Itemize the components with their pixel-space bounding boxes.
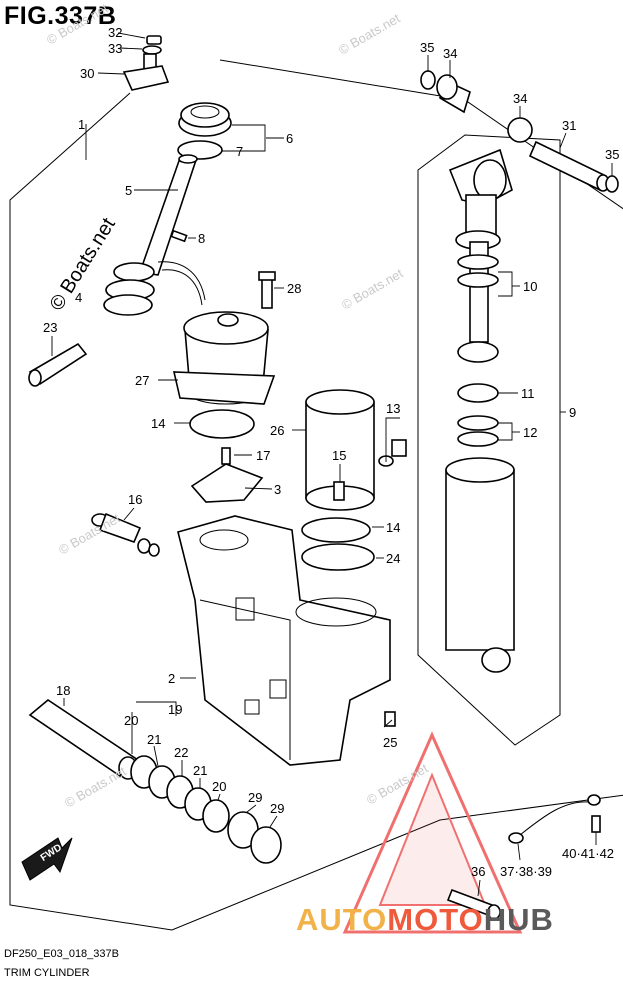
part-20-ring-b [202, 799, 230, 833]
callout-21-b: 21 [193, 763, 207, 778]
part-40-screw [591, 815, 601, 833]
callout-21-a: 21 [147, 732, 161, 747]
part-4-rings [103, 262, 155, 316]
callout-35-upper: 35 [420, 40, 434, 55]
part-32-cap [146, 35, 162, 45]
callout-29-b: 29 [270, 801, 284, 816]
callout-18: 18 [56, 683, 70, 698]
part-35-snap-ring-lower [605, 175, 619, 193]
part-25-screw [384, 711, 396, 727]
watermark-text-5: © Boats.net [62, 763, 129, 810]
callout-28: 28 [287, 281, 301, 296]
callout-37-38-39: 37·38·39 [500, 864, 552, 879]
callout-36: 36 [471, 864, 485, 879]
callout-3: 3 [274, 482, 281, 497]
callout-20-a: 20 [124, 713, 138, 728]
part-6-reservoir-cap [178, 102, 232, 137]
assembly-frame-9 [417, 134, 561, 746]
callout-7: 7 [236, 144, 243, 159]
callout-15: 15 [332, 448, 346, 463]
part-35-snap-ring-upper [420, 70, 436, 90]
part-27-motor [157, 261, 276, 405]
part-17-screw [221, 447, 231, 465]
watermark-triangle-inner [378, 772, 487, 906]
part-16-valve [91, 512, 160, 557]
part-15-screw [333, 481, 345, 501]
part-31-pin [528, 140, 610, 192]
part-36-bolt [446, 888, 501, 920]
watermark-brand-part-1: AUTO [296, 902, 388, 937]
part-11-ring [457, 383, 499, 403]
watermark-text-3: © Boats.net [339, 265, 406, 312]
watermark-triangle [342, 731, 523, 934]
callout-14-upper: 14 [151, 416, 165, 431]
callout-33: 33 [108, 41, 122, 56]
part-10-rings [457, 254, 499, 288]
part-9-cylinder-assembly [445, 148, 515, 673]
callout-24: 24 [386, 551, 400, 566]
callout-8: 8 [198, 231, 205, 246]
part-14-o-ring-lower [301, 517, 371, 543]
callout-9: 9 [569, 405, 576, 420]
watermark-text-1: © Boats.net [44, 0, 111, 47]
callout-26: 26 [270, 423, 284, 438]
part-3-plate [190, 463, 264, 503]
figure-name: TRIM CYLINDER [4, 967, 90, 979]
callout-30: 30 [80, 66, 94, 81]
part-34-bushing-lower [507, 117, 533, 143]
part-12-rings [457, 415, 499, 447]
part-28-bolt [258, 271, 276, 309]
part-2-trim-body [177, 515, 391, 766]
callout-34-lower: 34 [513, 91, 527, 106]
callout-25: 25 [383, 735, 397, 750]
callout-20-b: 20 [212, 779, 226, 794]
part-14-o-ring-upper [189, 409, 255, 439]
callout-5: 5 [125, 183, 132, 198]
forward-arrow: FWD [21, 837, 73, 881]
callout-12: 12 [523, 425, 537, 440]
callout-29-a: 29 [248, 790, 262, 805]
watermark-brand-part-2: MOTO [387, 902, 484, 937]
callout-14-lower: 14 [386, 520, 400, 535]
callout-40-41-42: 40·41·42 [562, 846, 614, 861]
part-33-washer [142, 45, 162, 55]
figure-code: DF250_E03_018_337B [4, 948, 119, 960]
part-29-washer-b [250, 826, 282, 864]
figure-title: FIG.337B [4, 2, 117, 30]
watermark-text-2: © Boats.net [336, 10, 403, 57]
watermark-brand-part-3: HUB [483, 902, 554, 937]
part-13-plug [378, 439, 407, 467]
callout-27: 27 [135, 373, 149, 388]
leader-lines [51, 32, 613, 897]
callout-32: 32 [108, 25, 122, 40]
watermark-brand: AUTOMOTOHUB [296, 902, 554, 938]
callout-34-upper: 34 [443, 46, 457, 61]
callout-4: 4 [75, 290, 82, 305]
part-5-tube [138, 154, 198, 276]
callout-10: 10 [523, 279, 537, 294]
part-34-bushing-upper [436, 74, 471, 114]
callout-11: 11 [521, 386, 535, 401]
part-30-fitting [122, 53, 170, 91]
part-24-ring [301, 543, 375, 571]
part-37-ground-cable [508, 794, 601, 844]
callout-13: 13 [386, 401, 400, 416]
callout-1: 1 [78, 117, 85, 132]
callout-19: 19 [168, 702, 182, 717]
callout-16: 16 [128, 492, 142, 507]
part-8-pin [170, 229, 188, 243]
callout-22: 22 [174, 745, 188, 760]
callout-17: 17 [256, 448, 270, 463]
callout-6: 6 [286, 131, 293, 146]
callout-23: 23 [43, 320, 57, 335]
callout-35-lower: 35 [605, 147, 619, 162]
part-23-valve [28, 342, 88, 387]
callout-31: 31 [562, 118, 576, 133]
callout-2: 2 [168, 671, 175, 686]
